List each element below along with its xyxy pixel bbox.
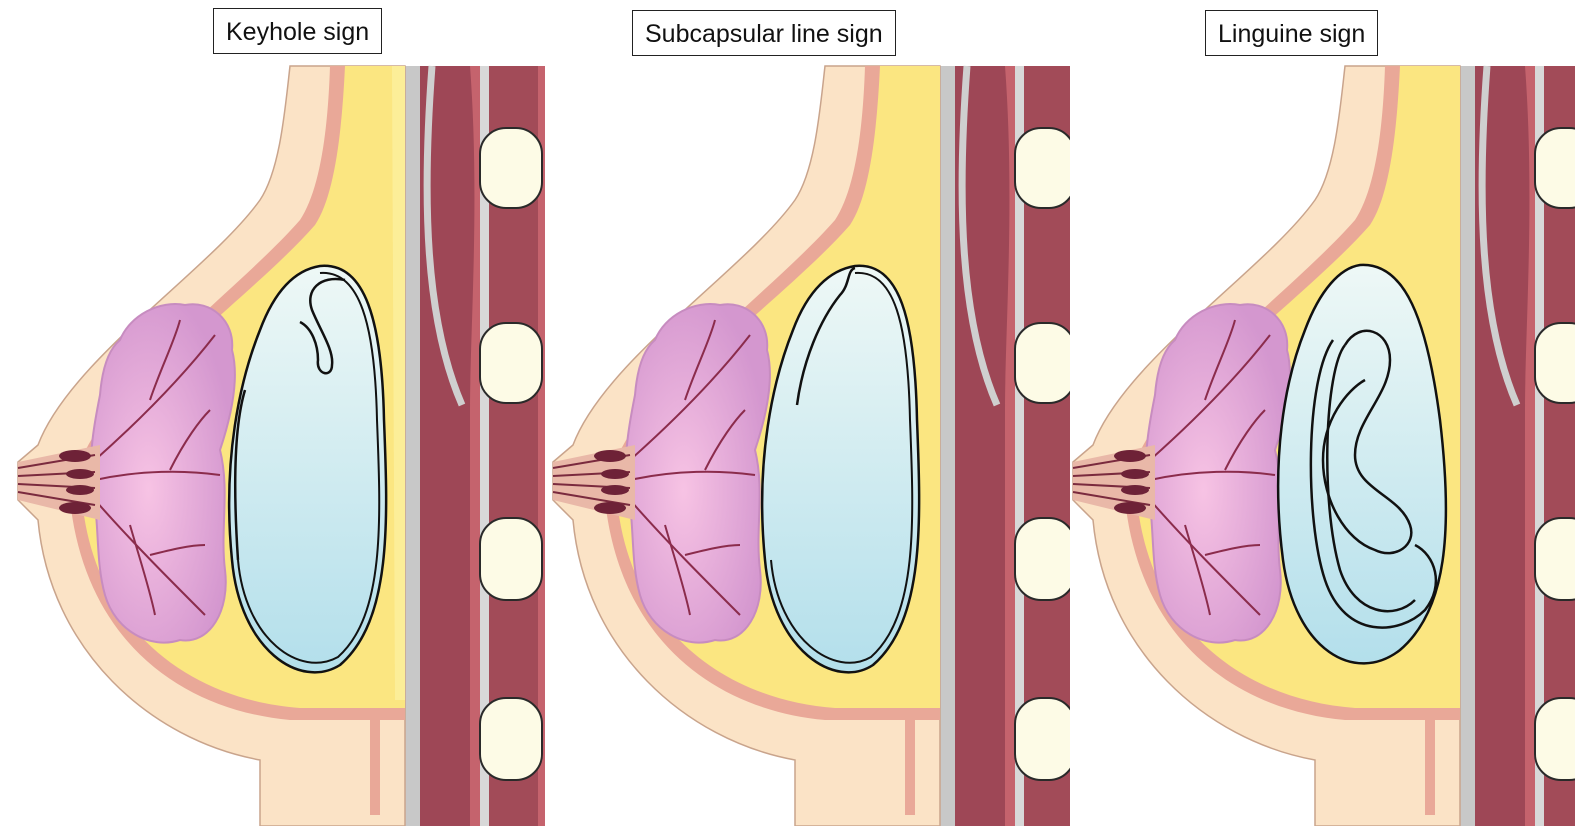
- glandular-tissue: [91, 304, 235, 643]
- glandular-tissue: [1146, 304, 1290, 643]
- caption-keyhole: Keyhole sign: [213, 8, 382, 54]
- panel-keyhole: Keyhole sign: [0, 0, 545, 826]
- breast-implant-diagram: [1055, 0, 1575, 826]
- breast-implant-diagram: [0, 0, 545, 826]
- breast-implant-diagram: [535, 0, 1070, 826]
- caption-linguine: Linguine sign: [1205, 10, 1378, 56]
- caption-subcapsular: Subcapsular line sign: [632, 10, 896, 56]
- glandular-tissue: [626, 304, 770, 643]
- panel-linguine: Linguine sign: [1055, 0, 1575, 826]
- panel-subcapsular: Subcapsular line sign: [535, 0, 1070, 826]
